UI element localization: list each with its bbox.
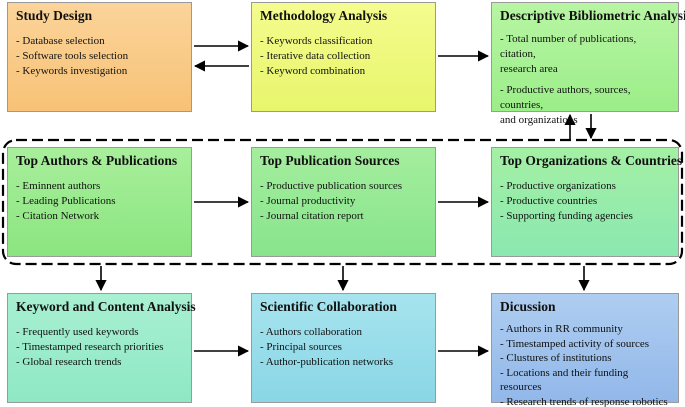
- box-item: - Timestamped activity of sources: [500, 337, 650, 350]
- box-item: - Clustures of institutions: [500, 352, 612, 365]
- box-item: and organizations: [500, 114, 578, 126]
- box-item: - Locations and their funding resources: [500, 366, 629, 394]
- box-item: - Journal productivity: [260, 195, 356, 207]
- box-item: - Author-publication networks: [260, 356, 393, 368]
- box-item: - Timestamped research priorities: [16, 341, 164, 353]
- box-title: Top Authors & Publications: [16, 153, 178, 168]
- box-item: - Software tools selection: [16, 50, 129, 62]
- box-item: - Global research trends: [16, 356, 122, 368]
- box-item-list: - Productive publication sources - Journ…: [260, 179, 427, 224]
- box-title: Study Design: [16, 8, 93, 23]
- box-item: - Productive organizations: [500, 180, 616, 192]
- box-item: research area: [500, 63, 558, 75]
- box-title: Keyword and Content Analysis: [16, 299, 196, 314]
- box-item-list: - Keywords classification - Iterative da…: [260, 34, 427, 79]
- box-item: - Productive authors, sources, countries…: [500, 84, 631, 111]
- box-item: - Keywords classification: [260, 35, 373, 47]
- descriptive-bibliometric-analysis-box: Descriptive Bibliometric Analysis - Tota…: [491, 2, 685, 126]
- scientific-collaboration-box: Scientific Collaboration - Authors colla…: [251, 293, 436, 403]
- box-item-list: - Eminnent authors - Leading Publication…: [16, 179, 183, 224]
- box-item: - Principal sources: [260, 341, 342, 353]
- box-item: - Iterative data collection: [260, 50, 371, 62]
- box-item: - Citation Network: [16, 210, 100, 222]
- box-item-list: - Database selection - Software tools se…: [16, 34, 183, 79]
- methodology-analysis-box: Methodology Analysis - Keywords classifi…: [251, 2, 436, 112]
- box-title: Scientific Collaboration: [260, 299, 397, 314]
- box-item: - Productive publication sources: [260, 180, 403, 192]
- box-item-list: - Total number of publications, citation…: [500, 32, 670, 128]
- box-title: Top Publication Sources: [260, 153, 400, 168]
- box-item: - Research trends of response robotics: [500, 395, 668, 407]
- box-item-list: - Frequently used keywords - Timestamped…: [16, 325, 183, 370]
- box-item-list: - Authors in RR community - Timestamped …: [500, 322, 670, 407]
- box-item: - Journal citation report: [260, 210, 364, 222]
- box-title: Dicussion: [500, 299, 556, 314]
- box-title: Top Organizations & Countries: [500, 153, 683, 168]
- box-item: - Authors collaboration: [260, 326, 363, 338]
- top-publication-sources-box: Top Publication Sources - Productive pub…: [251, 147, 436, 257]
- top-authors-publications-box: Top Authors & Publications - Eminnent au…: [7, 147, 192, 257]
- box-item-list: - Authors collaboration - Principal sour…: [260, 325, 427, 370]
- top-organizations-countries-box: Top Organizations & Countries - Producti…: [491, 147, 683, 257]
- box-title: Descriptive Bibliometric Analysis: [500, 8, 685, 23]
- box-item: - Leading Publications: [16, 195, 116, 207]
- box-item: - Frequently used keywords: [16, 326, 139, 338]
- box-title: Methodology Analysis: [260, 8, 388, 23]
- box-item: - Productive countries: [500, 195, 598, 207]
- grouping-dashed-frame: [1, 138, 684, 266]
- study-design-box: Study Design - Database selection - Soft…: [7, 2, 192, 112]
- box-item: - Keyword combination: [260, 65, 366, 77]
- box-item: - Total number of publications, citation…: [500, 33, 637, 60]
- box-item: - Eminnent authors: [16, 180, 101, 192]
- box-item: - Keywords investigation: [16, 65, 128, 77]
- discussion-box: Dicussion - Authors in RR community - Ti…: [491, 293, 679, 407]
- box-item: - Authors in RR community: [500, 323, 623, 335]
- box-item: - Supporting funding agencies: [500, 210, 633, 222]
- keyword-content-analysis-box: Keyword and Content Analysis - Frequentl…: [7, 293, 196, 403]
- box-item-list: - Productive organizations - Productive …: [500, 179, 670, 224]
- box-item: - Database selection: [16, 35, 105, 47]
